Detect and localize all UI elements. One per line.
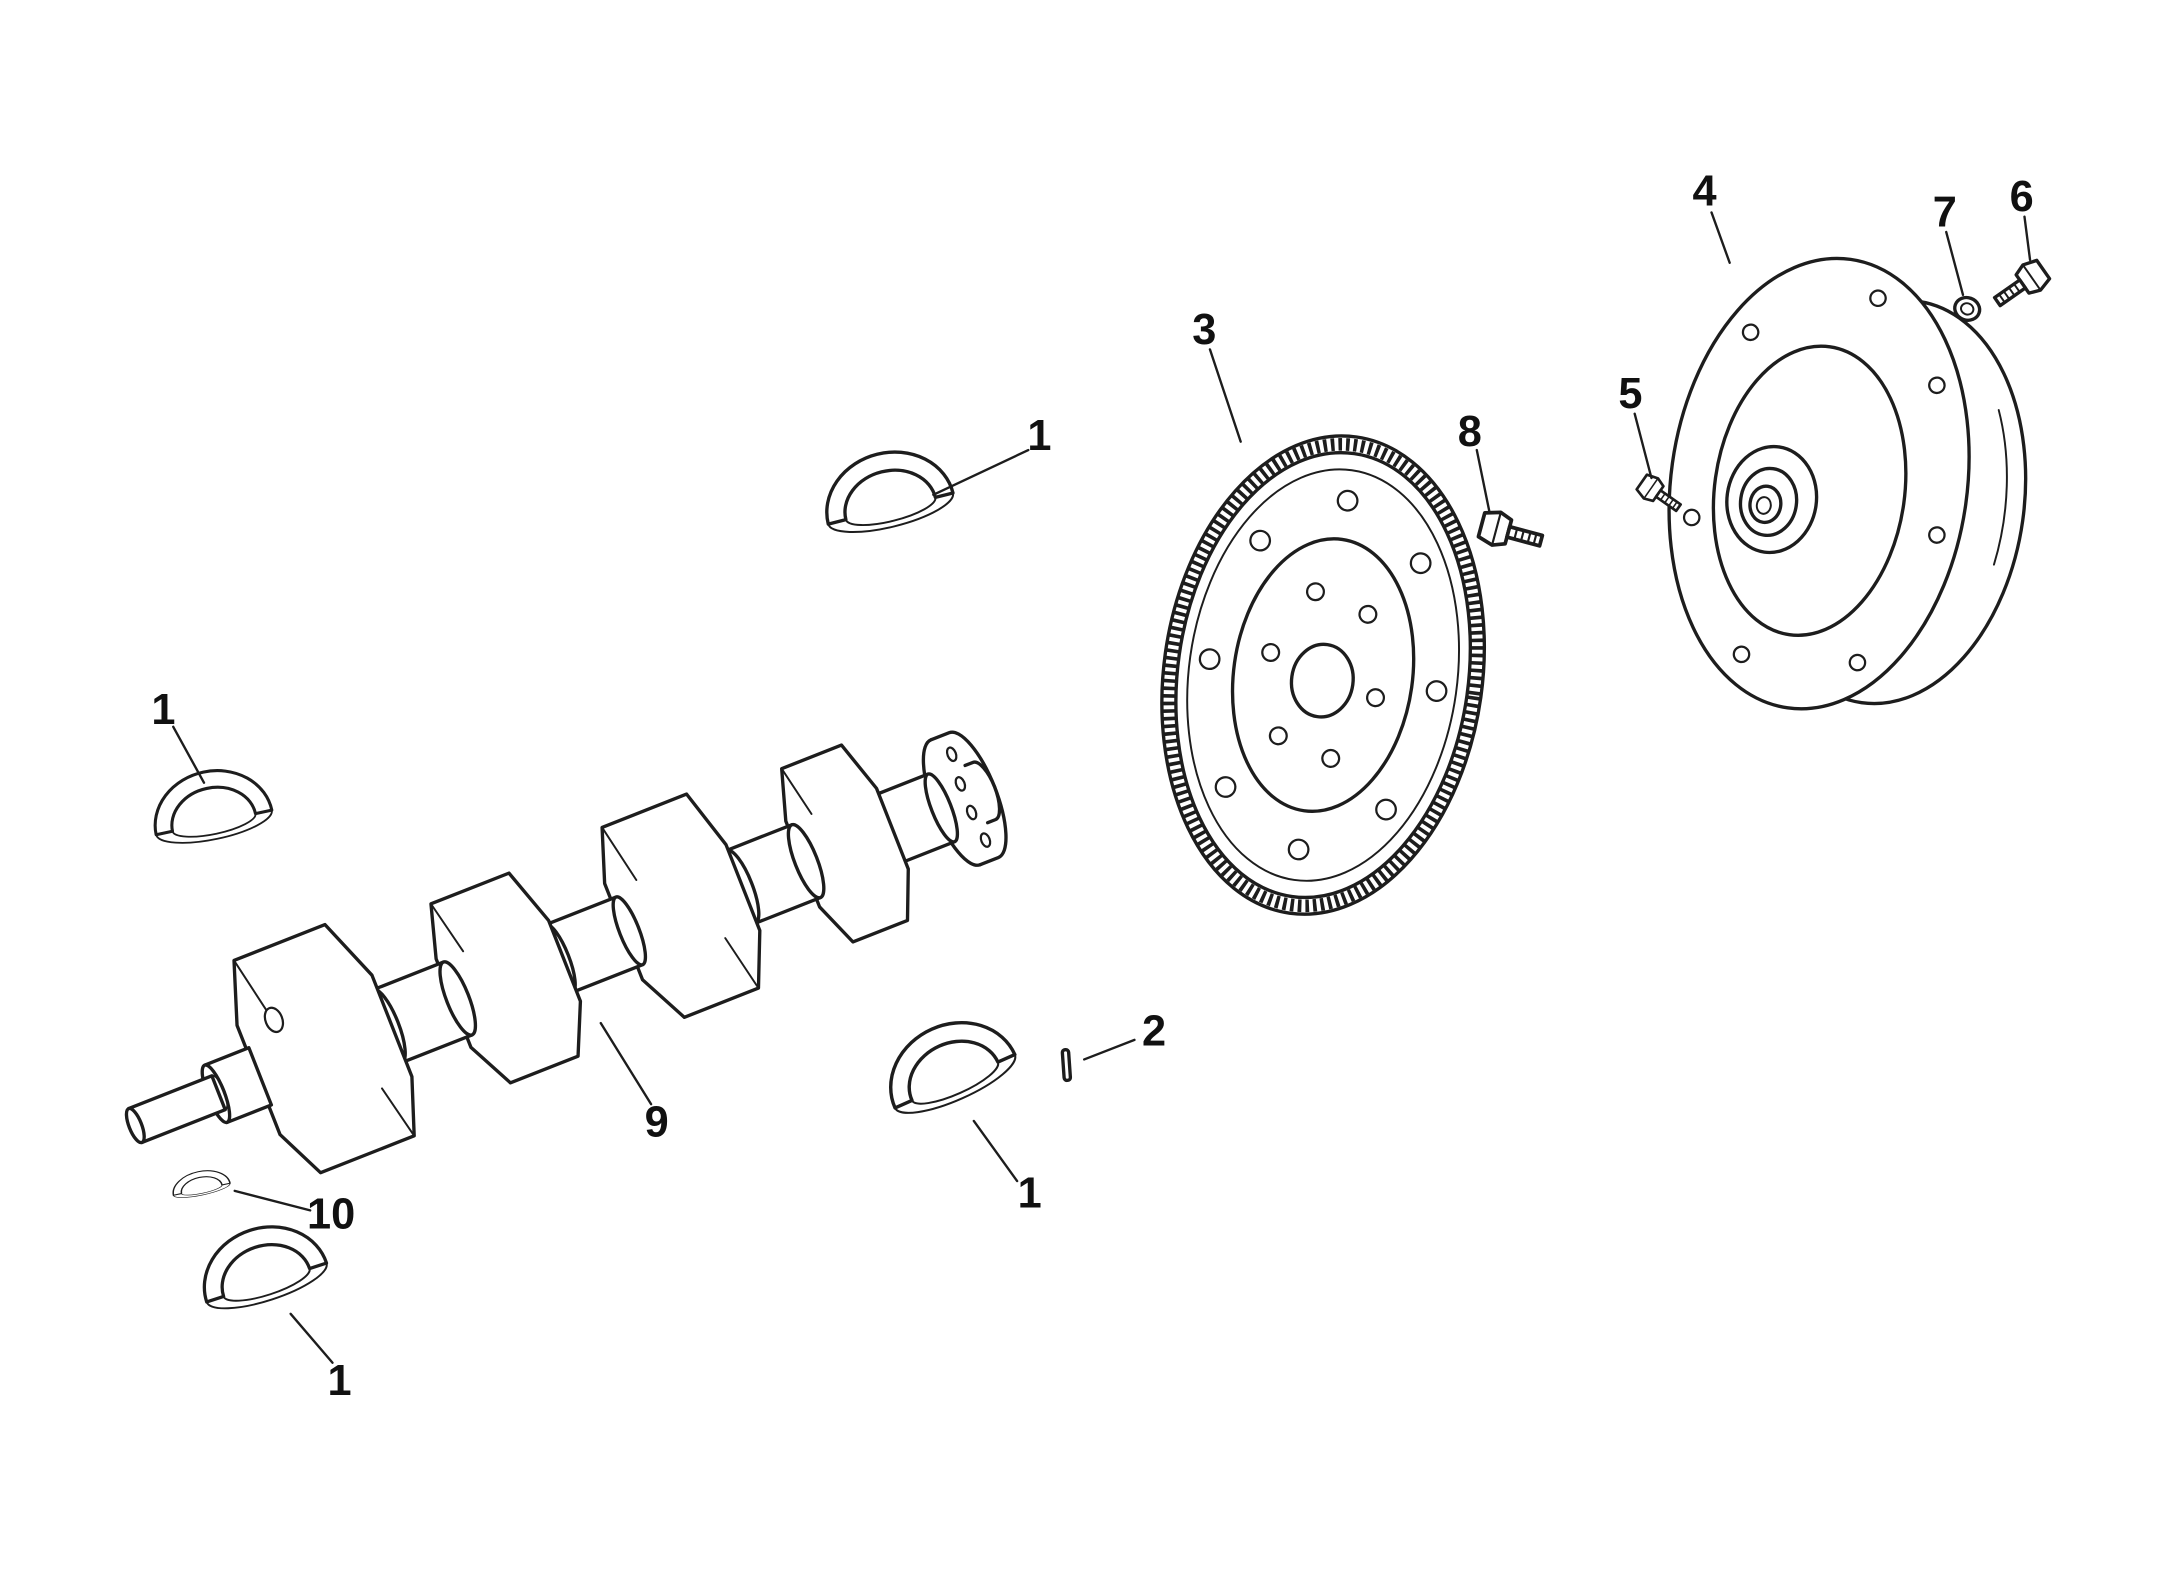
callout-1-left-bearing: 1 [151,686,175,734]
callout-1-lower-bearing: 1 [327,1357,351,1405]
callout-1-center-bearing: 1 [1018,1170,1042,1218]
callout-6-bolt: 6 [2010,173,2034,221]
coupler-drawing [1667,256,2028,711]
leader-line [1475,448,1491,513]
leader-line [972,1119,1019,1183]
bearing-shell-upper [813,437,960,544]
leader-line [2023,215,2032,262]
crankshaft-drawing [124,730,1008,1175]
dowel-pin-drawing [1060,1047,1073,1083]
leader-line [1633,412,1653,480]
callout-3-flywheel: 3 [1192,306,1216,354]
callout-1-upper-bearing: 1 [1027,412,1051,460]
callout-7-washer: 7 [1933,188,1957,236]
thrust-bearing-drawing [168,1165,232,1202]
callout-2-pin: 2 [1142,1007,1166,1055]
bearing-shell-center [870,1000,1025,1127]
flywheel-bolt-drawing [1475,506,1548,559]
leader-line [1710,211,1731,264]
leader-line [1083,1038,1136,1061]
coupler-washer-drawing [1953,295,1982,322]
leader-line [599,1021,653,1106]
callout-8-bolt: 8 [1458,408,1482,456]
callout-5-screw: 5 [1618,370,1642,418]
leader-line [233,1189,312,1212]
coupler-bolt-drawing [1986,255,2054,316]
leader-line [932,448,1030,496]
callout-4-coupler: 4 [1692,167,1716,215]
leader-line [1208,348,1242,443]
leader-line [289,1312,334,1364]
callout-9-crankshaft: 9 [645,1098,669,1146]
flywheel-drawing [1160,434,1487,916]
leader-line [1945,230,1965,297]
leader-line [172,725,206,784]
callout-10-thrust-bearing: 10 [307,1191,355,1239]
bearing-shell-left [143,758,277,853]
